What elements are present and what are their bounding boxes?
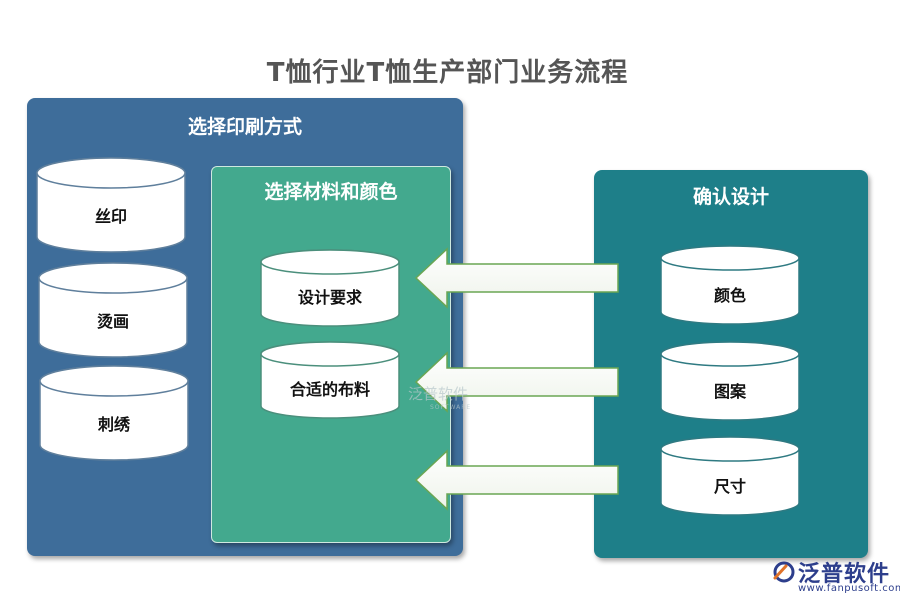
cylinder-heat-transfer: 烫画 [38, 262, 188, 358]
left-arrow-2 [414, 351, 619, 413]
brand-logo-icon [773, 561, 795, 583]
left-arrow-3 [414, 449, 619, 511]
cylinder-design-requirements: 设计要求 [260, 249, 400, 327]
cylinder-shape [260, 341, 400, 419]
diagram-title: T恤行业T恤生产部门业务流程 [266, 58, 629, 88]
cylinder-shape [660, 341, 800, 421]
cylinder-size: 尺寸 [660, 436, 800, 516]
cylinder-label: 尺寸 [713, 477, 746, 496]
cylinder-color: 颜色 [660, 245, 800, 325]
cylinder-label: 颜色 [713, 286, 746, 305]
cylinder-shape [660, 245, 800, 325]
brand-logo: 泛普软件 www.fanpusoft.com [772, 556, 900, 596]
cylinder-label: 丝印 [94, 207, 127, 226]
cylinder-shape [660, 436, 800, 516]
material-color-title: 选择材料和颜色 [264, 181, 398, 203]
cylinder-label: 刺绣 [97, 415, 130, 434]
watermark: 泛普软件 SOFTWARE [408, 383, 471, 411]
watermark-text: 泛普软件 [408, 385, 469, 403]
confirm-design-title: 确认设计 [692, 186, 769, 208]
cylinder-suitable-fabric: 合适的布料 [260, 341, 400, 419]
cylinder-shape [39, 365, 189, 461]
cylinder-shape [38, 262, 188, 358]
print-method-title: 选择印刷方式 [187, 116, 302, 138]
cylinder-pattern: 图案 [660, 341, 800, 421]
cylinder-label: 设计要求 [297, 288, 362, 307]
brand-logo-url: www.fanpusoft.com [798, 583, 900, 594]
cylinder-label: 图案 [713, 382, 746, 401]
brand-logo-name: 泛普软件 [798, 562, 891, 587]
cylinder-shape [36, 157, 186, 253]
watermark-subtext: SOFTWARE [430, 404, 472, 411]
cylinder-embroidery: 刺绣 [39, 365, 189, 461]
cylinder-label: 烫画 [96, 312, 129, 331]
cylinder-silk-screen: 丝印 [36, 157, 186, 253]
left-arrow-1 [414, 247, 619, 309]
cylinder-label: 合适的布料 [289, 380, 370, 399]
cylinder-shape [260, 249, 400, 327]
